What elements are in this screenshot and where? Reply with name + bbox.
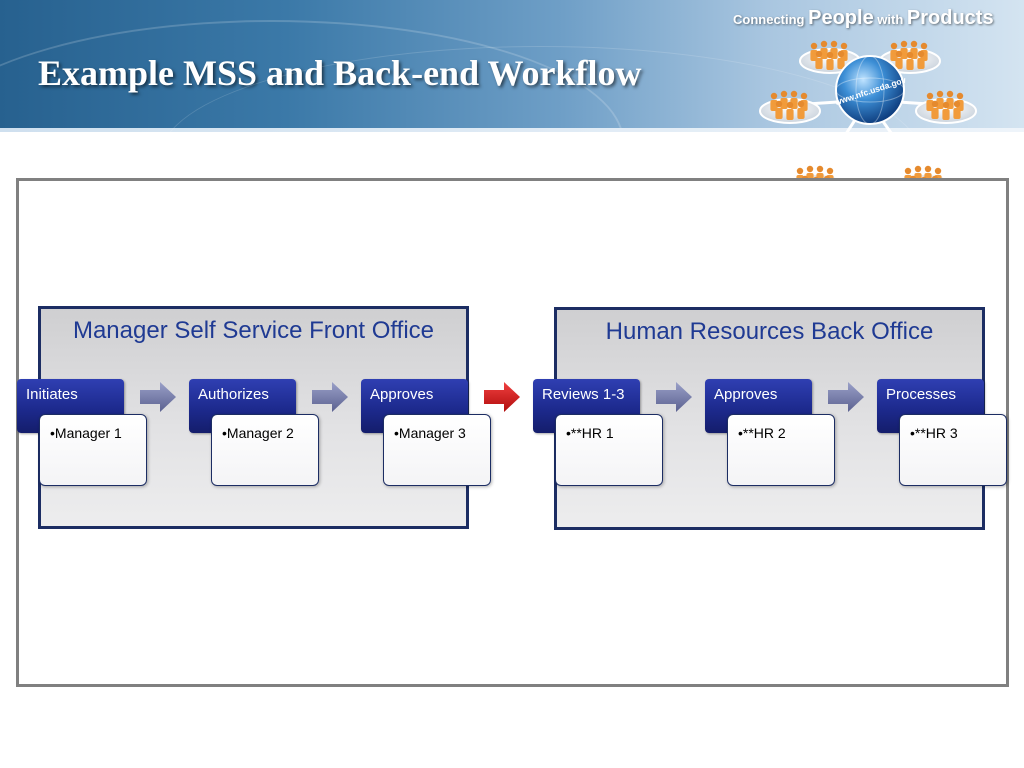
flow-arrow-2 xyxy=(312,382,348,412)
tagline: Connecting People with Products xyxy=(733,7,994,30)
flow-arrow-3 xyxy=(656,382,692,412)
step-hr-approves-card: •**HR 2 xyxy=(727,414,835,486)
tagline-part-4: Products xyxy=(906,7,994,29)
slide-title: Example MSS and Back-end Workflow xyxy=(38,53,642,93)
back-office-title: Human Resources Back Office xyxy=(605,318,934,345)
step-initiates-card: •Manager 1 xyxy=(39,414,147,486)
step-authorizes-card: •Manager 2 xyxy=(211,414,319,486)
front-office-title: Manager Self Service Front Office xyxy=(72,317,435,344)
step-processes-card: •**HR 3 xyxy=(899,414,1007,486)
flow-arrow-4 xyxy=(828,382,864,412)
people-globe-logo: www.nfc.usda.gov xyxy=(748,30,988,220)
tagline-part-3: with xyxy=(873,12,907,27)
step-approves-card: •Manager 3 xyxy=(383,414,491,486)
tagline-part-1: Connecting xyxy=(733,12,809,27)
tagline-part-2: People xyxy=(808,7,874,29)
flow-arrow-1 xyxy=(140,382,176,412)
step-reviews-card: •**HR 1 xyxy=(555,414,663,486)
handoff-arrow xyxy=(484,382,520,412)
